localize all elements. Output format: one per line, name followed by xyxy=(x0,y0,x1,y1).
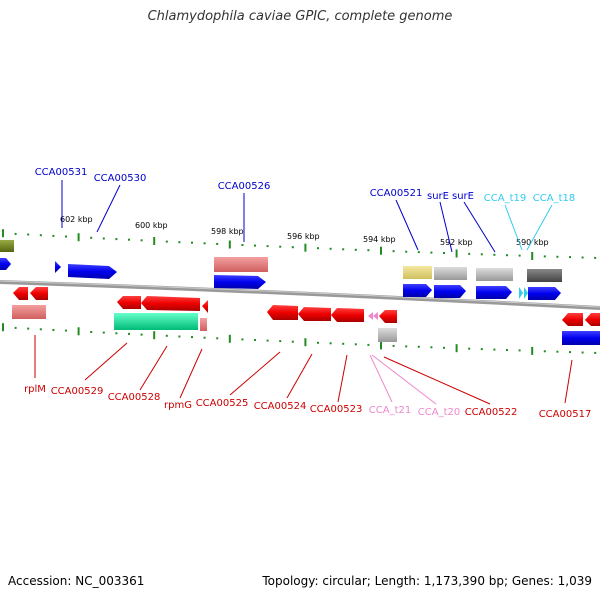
gene-label-cca00517: CCA00517 xyxy=(539,409,592,420)
kbp-label: 592 kbp xyxy=(440,238,473,247)
gene-label-sure-1: surE xyxy=(427,191,449,202)
gene-label-sure-2: surE xyxy=(452,191,474,202)
lower-tick-track xyxy=(2,323,597,355)
gene-label-cca00523: CCA00523 xyxy=(310,404,363,415)
gene-rplm-pseudo xyxy=(29,305,46,319)
gene-label-cca00525: CCA00525 xyxy=(196,398,249,409)
upper-tick-track xyxy=(2,229,597,260)
gene-label-cca00522: CCA00522 xyxy=(465,407,518,418)
gene-reverse-arrow xyxy=(30,287,48,300)
gene-forward-lower xyxy=(562,331,600,345)
gene-label-cca00530: CCA00530 xyxy=(94,173,147,184)
kbp-label: 590 kbp xyxy=(516,238,549,247)
gene-rpmg-pseudo xyxy=(200,318,207,331)
gene-label-rpmg: rpmG xyxy=(164,400,192,411)
gene-forward-arrow xyxy=(528,287,561,300)
trna-cca-t21-arrow xyxy=(368,312,373,320)
accession-text: Accession: NC_003361 xyxy=(8,574,145,588)
trna-cca-t20-arrow xyxy=(373,312,378,320)
gene-cca00522-pseudo xyxy=(378,328,397,342)
gene-reverse-arrow xyxy=(13,287,28,300)
gene-cca00529-arrow xyxy=(117,296,141,309)
gene-label-cca00526: CCA00526 xyxy=(218,181,271,192)
lower-leader-lines xyxy=(34,335,573,405)
gene-cca00521-arrow xyxy=(403,284,432,297)
gene-label-cca00528: CCA00528 xyxy=(108,392,161,403)
forward-feature-track xyxy=(0,240,562,300)
gene-cca00525-arrow xyxy=(267,305,298,320)
gene-label-cca00529: CCA00529 xyxy=(51,386,104,397)
gene-cca00522-arrow xyxy=(379,310,397,323)
gene-cca00517-arrow xyxy=(562,313,583,326)
gene-olive xyxy=(0,240,14,252)
gene-cca00530-arrow xyxy=(68,264,117,279)
gene-label-rplm: rplM xyxy=(24,384,46,395)
gene-label-cca-t21: CCA_t21 xyxy=(369,405,411,416)
gene-cca00526-pseudo xyxy=(214,257,268,272)
trna-cca-t19-arrow xyxy=(519,287,523,299)
rrna-feature xyxy=(114,313,198,330)
gene-cca00521-pseudo xyxy=(403,266,432,279)
kbp-label: 600 kbp xyxy=(135,221,168,230)
gene-cca00526-arrow xyxy=(214,275,266,289)
kbp-label: 596 kbp xyxy=(287,232,320,241)
kbp-label: 602 kbp xyxy=(60,215,93,224)
gene-label-cca-t19: CCA_t19 xyxy=(484,193,526,204)
trna-cca-t18-arrow xyxy=(524,287,528,299)
topology-summary: Topology: circular; Length: 1,173,390 bp… xyxy=(262,574,592,588)
gene-cca00523-arrow xyxy=(331,308,364,322)
gene-label-cca00524: CCA00524 xyxy=(254,401,307,412)
gene-sure-pseudo xyxy=(476,268,513,281)
upper-leader-lines xyxy=(61,180,553,253)
reverse-feature-track xyxy=(12,287,600,345)
kbp-scale: 602 kbp 600 kbp 598 kbp 596 kbp 594 kbp … xyxy=(60,215,549,247)
gene-label-cca00531: CCA00531 xyxy=(35,167,88,178)
gene-label-cca-t20: CCA_t20 xyxy=(418,407,460,418)
gene-reverse-arrow xyxy=(585,313,600,326)
gene-sure-pseudo xyxy=(434,267,467,280)
gene-rplm-pseudo xyxy=(12,305,29,319)
gene-sure-arrow xyxy=(434,285,466,298)
gene-dark-pseudo xyxy=(527,269,562,282)
gene-label-cca00521: CCA00521 xyxy=(370,188,423,199)
gene-forward-arrow xyxy=(0,258,11,270)
map-title: Chlamydophila caviae GPIC, complete geno… xyxy=(147,9,453,24)
gene-cca00528-arrow xyxy=(141,296,200,311)
gene-cca00524-arrow xyxy=(298,307,331,321)
kbp-label: 598 kbp xyxy=(211,227,244,236)
gene-forward-arrow xyxy=(55,261,61,273)
gene-sure-arrow xyxy=(476,286,512,299)
gene-rpmg-arrow xyxy=(202,300,208,313)
genome-backbone xyxy=(0,280,600,310)
kbp-label: 594 kbp xyxy=(363,235,396,244)
gene-label-cca-t18: CCA_t18 xyxy=(533,193,575,204)
